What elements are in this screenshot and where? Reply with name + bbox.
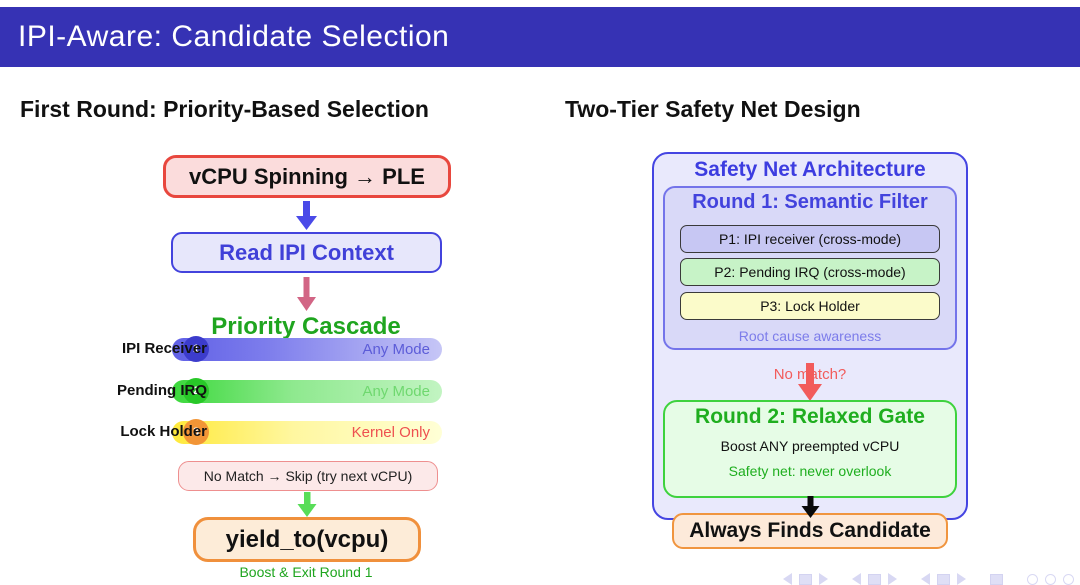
nav-prev-section-icon[interactable]: [921, 573, 930, 585]
nav-next-subsection-icon[interactable]: [888, 573, 897, 585]
nav-frame-icon[interactable]: [799, 573, 812, 585]
priority-bar-pill: [172, 380, 442, 403]
no-match-skip-box: No Match → Skip (try next vCPU): [178, 461, 438, 491]
priority-bar-label: Lock Holder: [120, 423, 207, 440]
priority-badge-2: 2: [183, 378, 209, 404]
yield-to-vcpu-label: yield_to(vcpu): [225, 525, 389, 553]
priority-bar-label: Pending IRQ: [117, 382, 207, 399]
nav-next-slide-icon[interactable]: [819, 573, 828, 585]
nav-prev-subsection-icon[interactable]: [852, 573, 861, 585]
down-arrow-black-icon: [801, 496, 820, 518]
left-column-heading: First Round: Priority-Based Selection: [20, 96, 429, 122]
priority-bar-ipi-receiver: 1 IPI Receiver Any Mode: [108, 336, 442, 363]
nav-prev-slide-icon[interactable]: [783, 573, 792, 585]
round2-boost-line: Boost ANY preempted vCPU: [720, 438, 900, 454]
priority-bar-mode: Any Mode: [362, 383, 430, 400]
down-arrow-blue-icon: [296, 201, 317, 230]
no-match-skip-label: No Match → Skip (try next vCPU): [203, 468, 413, 484]
priority-item-p3: P3: Lock Holder: [680, 292, 940, 320]
no-match-question-label: No match?: [773, 366, 847, 383]
nav-section-icon[interactable]: [937, 573, 950, 585]
nav-back-icon[interactable]: [1027, 573, 1038, 585]
round1-title: Round 1: Semantic Filter: [692, 191, 928, 213]
read-ipi-context-label: Read IPI Context: [219, 239, 394, 265]
priority-item-p1-label: P1: IPI receiver (cross-mode): [718, 231, 902, 247]
vcpu-spinning-label: vCPU Spinning → PLE: [189, 163, 425, 189]
yield-to-vcpu-box: yield_to(vcpu): [193, 517, 421, 562]
vcpu-spinning-box: vCPU Spinning → PLE: [163, 155, 451, 198]
read-ipi-context-box: Read IPI Context: [171, 232, 442, 273]
priority-item-p3-label: P3: Lock Holder: [760, 298, 860, 314]
priority-bar-mode: Kernel Only: [351, 424, 430, 441]
priority-item-p1: P1: IPI receiver (cross-mode): [680, 225, 940, 253]
priority-item-p2: P2: Pending IRQ (cross-mode): [680, 258, 940, 286]
nav-forward-icon[interactable]: [1045, 573, 1056, 585]
nav-subsection-icon[interactable]: [868, 573, 881, 585]
nav-next-section-icon[interactable]: [957, 573, 966, 585]
round2-relaxed-gate-box: [663, 400, 957, 498]
nav-history-icon[interactable]: [1063, 573, 1074, 585]
priority-bar-lock-holder: 3 Lock Holder Kernel Only: [108, 419, 442, 446]
right-column-heading: Two-Tier Safety Net Design: [565, 96, 861, 122]
round2-title: Round 2: Relaxed Gate: [695, 405, 925, 428]
safety-net-architecture-title: Safety Net Architecture: [694, 158, 926, 181]
priority-item-p2-label: P2: Pending IRQ (cross-mode): [714, 264, 906, 280]
priority-bar-label: IPI Receiver: [121, 340, 207, 357]
priority-bar-pill: [172, 338, 442, 361]
priority-bar-mode: Any Mode: [362, 341, 430, 358]
yield-caption: Boost & Exit Round 1: [239, 564, 373, 580]
round1-footnote: Root cause awareness: [738, 328, 882, 344]
always-finds-candidate-label: Always Finds Candidate: [689, 519, 931, 542]
down-arrow-green-icon: [297, 492, 317, 517]
priority-bar-pill: [172, 421, 442, 444]
round2-safety-line: Safety net: never overlook: [728, 463, 892, 479]
nav-appendix-icon[interactable]: [990, 573, 1003, 585]
priority-badge-1: 1: [183, 336, 209, 362]
priority-badge-3: 3: [183, 419, 209, 445]
priority-bar-pending-irq: 2 Pending IRQ Any Mode: [108, 378, 442, 405]
down-arrow-pink-icon: [297, 277, 316, 311]
priority-cascade-title: Priority Cascade: [211, 313, 401, 340]
slide-title-bar: IPI-Aware: Candidate Selection: [0, 7, 1080, 67]
down-arrow-red-icon: [798, 363, 822, 401]
beamer-navigation-bar: [783, 573, 1074, 585]
slide-title: IPI-Aware: Candidate Selection: [18, 20, 450, 53]
always-finds-candidate-box: Always Finds Candidate: [672, 513, 948, 549]
